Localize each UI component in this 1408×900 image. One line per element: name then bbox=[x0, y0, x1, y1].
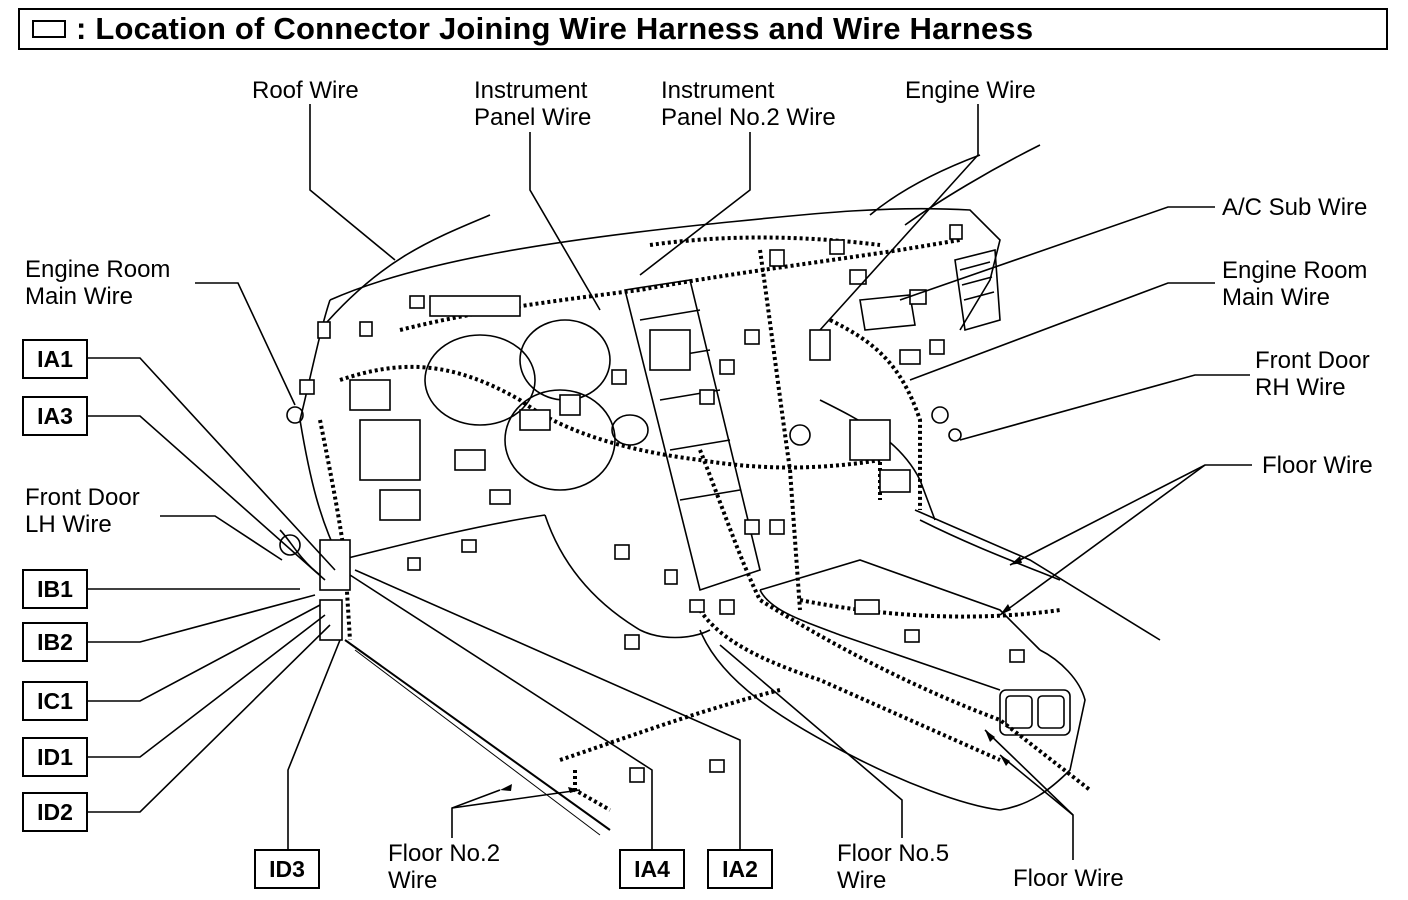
label-line-1: Front Door bbox=[25, 484, 140, 511]
label-line-2: Main Wire bbox=[25, 283, 134, 310]
label-line-1: Instrument bbox=[661, 77, 775, 104]
engine-room-main-wire-right-label: Engine Room Main Wire bbox=[1222, 257, 1367, 311]
label-line-1: Engine Room bbox=[1222, 257, 1368, 284]
floor-wire-right-label: Floor Wire bbox=[1262, 452, 1373, 479]
connector-id2: ID2 bbox=[22, 792, 88, 832]
label-line-2: Panel Wire bbox=[474, 104, 592, 131]
leader-lines bbox=[88, 104, 1252, 860]
label-line-2: Main Wire bbox=[1222, 284, 1331, 311]
title-bar: : Location of Connector Joining Wire Har… bbox=[18, 8, 1388, 50]
label-line-1: Engine Room bbox=[25, 256, 171, 283]
connector-ib1: IB1 bbox=[22, 569, 88, 609]
connector-id3: ID3 bbox=[254, 849, 320, 889]
front-door-lh-wire-label: Front Door LH Wire bbox=[25, 484, 140, 538]
label-line-1: Floor No.2 bbox=[388, 840, 501, 867]
label-line-2: LH Wire bbox=[25, 511, 112, 538]
label-line-2: Wire bbox=[388, 867, 438, 894]
instrument-panel-wire-label: Instrument Panel Wire bbox=[474, 77, 591, 131]
ac-sub-wire-label: A/C Sub Wire bbox=[1222, 194, 1368, 221]
label-line-2: Panel No.2 Wire bbox=[661, 104, 836, 131]
page-title: : Location of Connector Joining Wire Har… bbox=[76, 11, 1034, 46]
floor-wire-bottom-label: Floor Wire bbox=[1013, 865, 1124, 892]
floor-no2-wire-label: Floor No.2 Wire bbox=[388, 840, 500, 894]
label-line-1: Front Door bbox=[1255, 347, 1370, 374]
instrument-panel-no2-wire-label: Instrument Panel No.2 Wire bbox=[661, 77, 836, 131]
connector-ia1: IA1 bbox=[22, 339, 88, 379]
connector-ic1: IC1 bbox=[22, 681, 88, 721]
dashboard-outline bbox=[279, 144, 1161, 836]
label-line-1: Floor No.5 bbox=[837, 840, 950, 867]
connector-ia4: IA4 bbox=[619, 849, 685, 889]
engine-wire-label: Engine Wire bbox=[905, 77, 1036, 104]
label-line-2: RH Wire bbox=[1255, 374, 1346, 401]
wire-harness-routes bbox=[318, 235, 1092, 812]
connector-ia2: IA2 bbox=[707, 849, 773, 889]
roof-wire-label: Roof Wire bbox=[252, 77, 359, 104]
front-door-rh-wire-label: Front Door RH Wire bbox=[1255, 347, 1370, 401]
label-line-2: Wire bbox=[837, 867, 887, 894]
floor-no5-wire-label: Floor No.5 Wire bbox=[837, 840, 949, 894]
arrowheads bbox=[500, 556, 1022, 793]
connector-ia3: IA3 bbox=[22, 396, 88, 436]
connector-legend-box-icon bbox=[32, 20, 66, 38]
connector-ib2: IB2 bbox=[22, 622, 88, 662]
connector-blocks bbox=[299, 224, 1025, 783]
label-line-1: Instrument bbox=[474, 77, 588, 104]
connector-id1: ID1 bbox=[22, 737, 88, 777]
engine-room-main-wire-left-label: Engine Room Main Wire bbox=[25, 256, 170, 310]
